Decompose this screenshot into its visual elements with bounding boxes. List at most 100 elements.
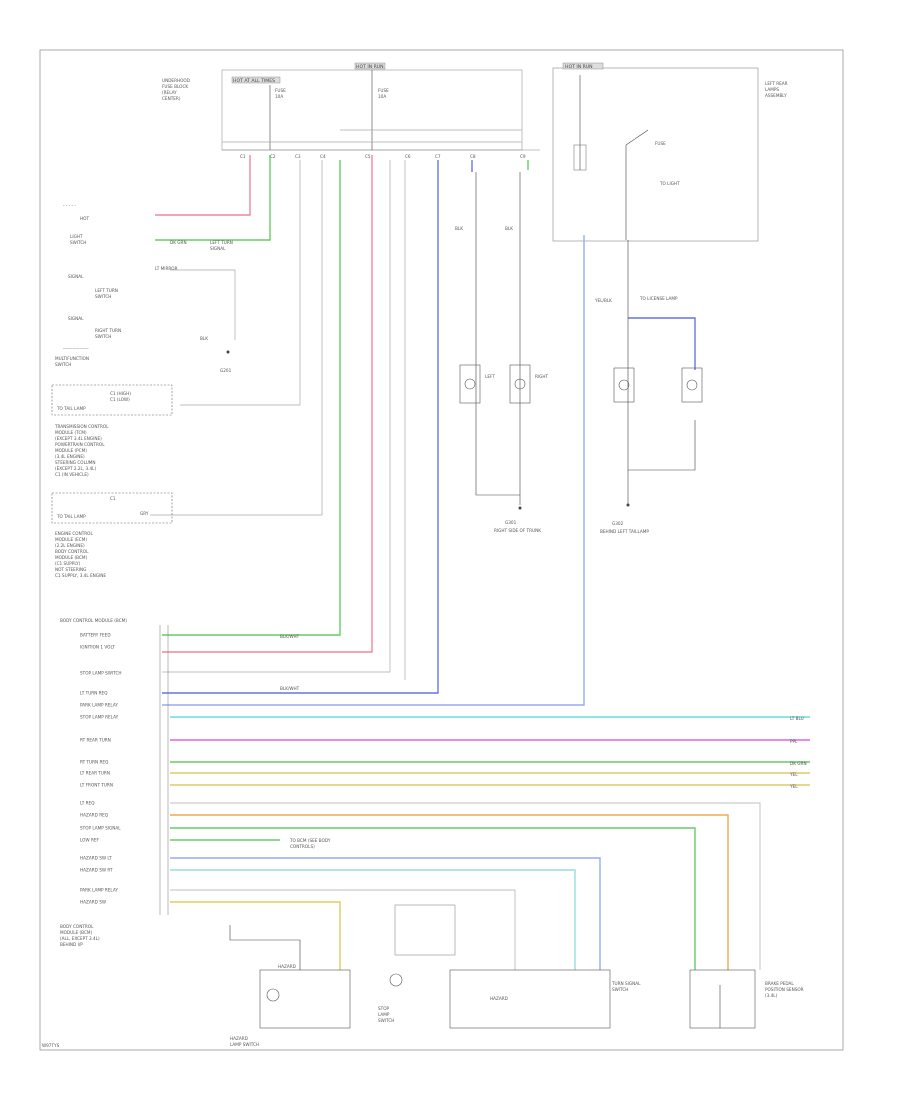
bcm-pin-labels: BATTERY FEED IGNITION 1 VOLT STOP LAMP SWI… [80, 633, 122, 905]
svg-text:-----------------: ----------------- [63, 346, 89, 351]
svg-text:C7: C7 [435, 154, 441, 159]
svg-text:BEHIND I/P: BEHIND I/P [60, 942, 83, 947]
svg-text:TRANSMISSION CONTROL: TRANSMISSION CONTROL [54, 424, 109, 429]
fuse-right-title: HOT IN RUN [565, 64, 593, 70]
bcm-connector: BODY CONTROL MODULE (BCM) [60, 618, 169, 915]
svg-text:(EXCEPT 2.2L, 3.4L): (EXCEPT 2.2L, 3.4L) [55, 466, 96, 471]
svg-text:G302: G302 [612, 521, 624, 526]
svg-text:(RELAY: (RELAY [162, 90, 177, 95]
svg-text:FUSE BLOCK: FUSE BLOCK [162, 84, 188, 89]
bcm-pin-label: STOP LAMP SWITCH [80, 671, 122, 676]
svg-text:MODULE (TCM): MODULE (TCM) [55, 430, 87, 435]
svg-text:C1 (HIGH): C1 (HIGH) [110, 391, 131, 396]
svg-text:BLK: BLK [505, 226, 513, 231]
fuse-block-mid: HOT IN RUN FUSE 10A [354, 62, 389, 150]
bcm-pin-label: PARK LAMP RELAY [80, 888, 118, 893]
svg-text:LT MIRROR: LT MIRROR [155, 266, 178, 271]
svg-text:YEL: YEL [789, 772, 798, 777]
svg-text:LEFT TURN: LEFT TURN [210, 240, 233, 245]
svg-text:TO LICENSE LAMP: TO LICENSE LAMP [639, 296, 678, 301]
svg-text:C1 (IN VEHICLE): C1 (IN VEHICLE) [55, 472, 89, 477]
svg-text:FUSE: FUSE [378, 88, 389, 93]
svg-text:DK GRN: DK GRN [170, 240, 187, 245]
svg-text:LAMP: LAMP [378, 1012, 390, 1017]
bottom-components: BODY CONTROL MODULE (BCM) (ALL, EXCEPT 3… [60, 904, 804, 1047]
wire-blue-vert [162, 160, 439, 694]
svg-text:RIGHT SIDE OF TRUNK: RIGHT SIDE OF TRUNK [494, 528, 541, 533]
wire-lightblue-right [162, 235, 585, 706]
svg-text:NOT STEERING: NOT STEERING [55, 567, 86, 572]
svg-text:SWITCH: SWITCH [378, 1018, 394, 1023]
svg-text:MODULE (ECM): MODULE (ECM) [55, 537, 87, 542]
svg-text:LIGHT: LIGHT [70, 234, 83, 239]
svg-text:LT BLU: LT BLU [790, 716, 804, 721]
bcm-pin-label: HAZARD SW [80, 900, 106, 905]
bcm-pin-label: STOP LAMP SIGNAL [80, 826, 121, 831]
svg-text:C1: C1 [240, 154, 246, 159]
svg-text:C9: C9 [520, 154, 526, 159]
svg-text:TURN SIGNAL: TURN SIGNAL [611, 981, 641, 986]
wire-yellow-drop [170, 901, 341, 970]
bcm-pin-label: BATTERY FEED [80, 633, 111, 638]
svg-text:YEL/BLK: YEL/BLK [594, 298, 612, 303]
wire-orange-drop [170, 814, 729, 970]
svg-text:SWITCH: SWITCH [55, 362, 71, 367]
svg-text:(3.4L): (3.4L) [765, 993, 778, 998]
svg-text:DK GRN: DK GRN [790, 761, 807, 766]
bcm-pin-label: RT TURN REQ [80, 760, 109, 765]
svg-text:(EXCEPT 3.4L ENGINE): (EXCEPT 3.4L ENGINE) [55, 436, 102, 441]
svg-text:ENGINE CONTROL: ENGINE CONTROL [55, 531, 93, 536]
svg-text:STEERING COLUMN: STEERING COLUMN [55, 460, 96, 465]
wire-blue-drop [170, 857, 601, 970]
bcm-pin-label: HAZARD REQ [80, 813, 109, 818]
svg-text:10A: 10A [378, 94, 386, 99]
svg-text:YEL: YEL [789, 784, 798, 789]
svg-text:MODULE (BCM): MODULE (BCM) [60, 930, 92, 935]
svg-text:TO BCM (SEE BODY: TO BCM (SEE BODY [289, 838, 331, 843]
svg-text:TO TAIL LAMP: TO TAIL LAMP [56, 514, 86, 519]
bcm-pin-label: IGNITION 1 VOLT [80, 645, 115, 650]
svg-text:G301: G301 [505, 520, 517, 525]
svg-text:BEHIND LEFT TAILLAMP: BEHIND LEFT TAILLAMP [600, 529, 649, 534]
svg-text:LEFT: LEFT [485, 374, 495, 379]
svg-text:SWITCH: SWITCH [70, 240, 86, 245]
bcm-pin-label: LT TURN REQ [80, 691, 108, 696]
svg-text:LEFT REAR: LEFT REAR [765, 81, 788, 86]
svg-text:BRAKE PEDAL: BRAKE PEDAL [765, 981, 794, 986]
svg-text:10A: 10A [275, 94, 283, 99]
wire-green-drop [170, 827, 696, 970]
svg-text:C5: C5 [365, 154, 371, 159]
bcm-pin-label: LT REQ [80, 801, 95, 806]
svg-text:G201: G201 [220, 368, 232, 373]
wire-green-vert [162, 160, 341, 636]
wire-cyan-drop [170, 869, 576, 970]
wire-green-top [155, 155, 271, 241]
footer-code: W97TYS [42, 1043, 60, 1048]
wire-blue-right-lamp [628, 317, 696, 370]
svg-text:MODULE (BCM): MODULE (BCM) [55, 555, 87, 560]
svg-text:SIGNAL: SIGNAL [68, 274, 84, 279]
svg-text:SWITCH: SWITCH [95, 294, 111, 299]
svg-text:HAZARD: HAZARD [490, 996, 508, 1001]
bcm-pin-label: PARK LAMP RELAY [80, 703, 118, 708]
svg-text:C1: C1 [110, 496, 116, 501]
svg-text:GRY: GRY [140, 511, 149, 516]
wire-pink-vert [162, 155, 373, 653]
svg-text:RIGHT TURN: RIGHT TURN [95, 328, 121, 333]
svg-text:TO TAIL LAMP: TO TAIL LAMP [56, 406, 86, 411]
bcm-pin-label: RT REAR TURN [80, 738, 111, 743]
svg-text:LAMPS: LAMPS [765, 87, 779, 92]
svg-text:BLK/WHT: BLK/WHT [280, 634, 300, 639]
svg-text:(C1 SUPPLY): (C1 SUPPLY) [55, 561, 81, 566]
bcm-pin-label: LT FRONT TURN [80, 783, 113, 788]
diagram-frame [39, 49, 844, 1051]
svg-text:MULTIFUNCTION: MULTIFUNCTION [55, 356, 89, 361]
wire-pink-top [155, 155, 251, 216]
svg-text:BLK/WHT: BLK/WHT [280, 686, 300, 691]
bcm-pin-label: HAZARD SW LT [80, 856, 112, 861]
bcm-pin-label: HAZARD SW RT [80, 868, 113, 873]
svg-text:CONTROLS): CONTROLS) [290, 844, 315, 849]
